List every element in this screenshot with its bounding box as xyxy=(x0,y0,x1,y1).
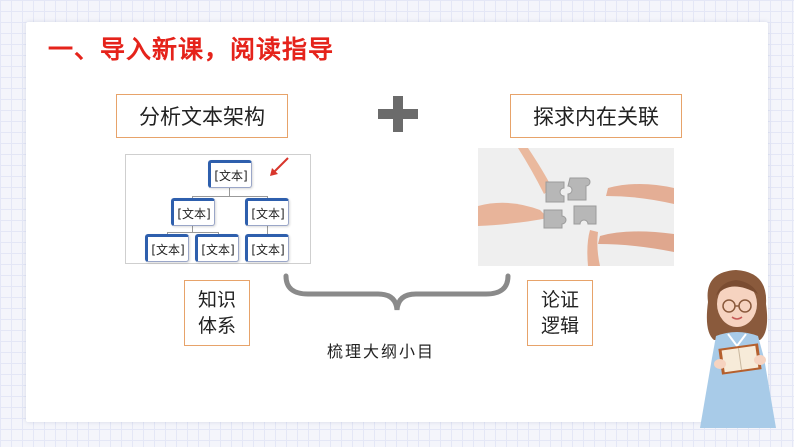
knowledge-system-box: 知识 体系 xyxy=(184,280,250,346)
curly-brace-shape xyxy=(283,273,511,311)
outline-caption: 梳理大纲小目 xyxy=(327,342,436,361)
argument-logic-line2: 逻辑 xyxy=(540,315,579,337)
org-node-level3-b: [文本] xyxy=(195,234,239,262)
org-node-level2-left: [文本] xyxy=(171,198,215,226)
analyze-structure-box: 分析文本架构 xyxy=(116,94,288,138)
org-node-level2-right: [文本] xyxy=(245,198,289,226)
org-node-level3-a: [文本] xyxy=(145,234,189,262)
org-node-level3-c: [文本] xyxy=(245,234,289,262)
argument-logic-line1: 论证 xyxy=(540,289,579,311)
slide-heading: 一、导入新课，阅读指导 xyxy=(48,35,335,64)
org-node-root: [文本] xyxy=(208,160,252,188)
puzzle-hands-image xyxy=(478,148,674,266)
explore-relations-box: 探求内在关联 xyxy=(510,94,682,138)
girl-reading-illustration xyxy=(700,270,776,428)
red-arrow-icon xyxy=(270,157,289,176)
knowledge-system-line2: 体系 xyxy=(197,315,236,337)
argument-logic-box: 论证 逻辑 xyxy=(527,280,593,346)
org-chart-diagram: [文本] [文本] [文本] [文本] [文本] [文本] xyxy=(125,148,315,268)
plus-icon xyxy=(378,96,418,132)
knowledge-system-line1: 知识 xyxy=(197,289,236,311)
